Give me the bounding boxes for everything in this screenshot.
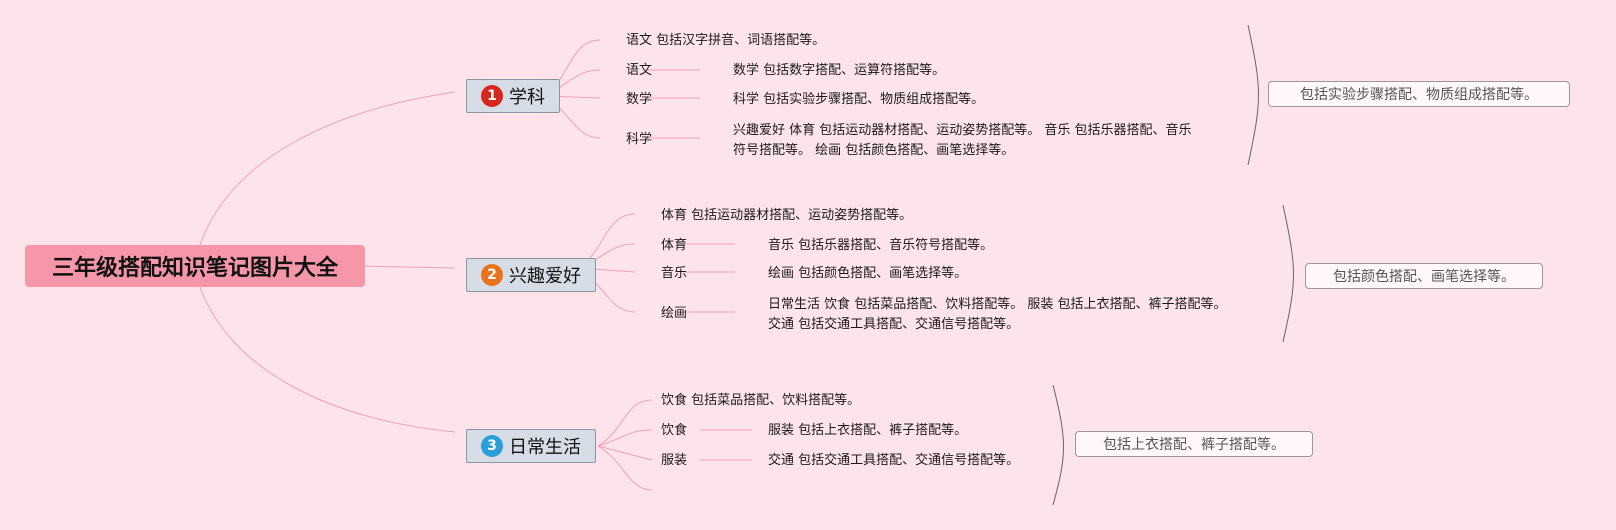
link-root-branch-3 (199, 286, 456, 433)
branch-3-item-2[interactable]: 服装 (661, 453, 688, 468)
branch-2-desc-3-line-1[interactable]: 日常生活 饮食 包括菜品搭配、饮料搭配等。 服装 包括上衣搭配、裤子搭配等。 (768, 297, 1227, 312)
number-2-badge-icon: 2 (481, 264, 503, 286)
branch-1-item-3[interactable]: 科学 (626, 132, 653, 147)
branch-2-topic[interactable]: 2 兴趣爱好 (466, 258, 596, 292)
branch-3-first-item[interactable]: 饮食 包括菜品搭配、饮料搭配等。 (661, 393, 861, 408)
link-b3-item2 (597, 445, 653, 461)
branch-1-topic[interactable]: 1 学科 (466, 79, 560, 113)
branch-3-desc-2[interactable]: 交通 包括交通工具搭配、交通信号搭配等。 (768, 453, 1020, 468)
branch-1-summary[interactable]: 包括实验步骤搭配、物质组成搭配等。 (1268, 81, 1570, 107)
root-title: 三年级搭配知识笔记图片大全 (51, 256, 338, 281)
branch-1-desc-1[interactable]: 数学 包括数字搭配、运算符搭配等。 (733, 63, 946, 78)
branch-2-item-2[interactable]: 音乐 (661, 266, 688, 281)
bracket-3 (1052, 384, 1064, 506)
bracket-1 (1247, 24, 1259, 166)
branch-3-label: 日常生活 (509, 437, 581, 458)
link-b3-item3 (597, 445, 653, 491)
branch-2-item-3[interactable]: 绘画 (661, 306, 688, 321)
branch-2-summary[interactable]: 包括颜色搭配、画笔选择等。 (1305, 263, 1543, 289)
branch-2-desc-1[interactable]: 音乐 包括乐器搭配、音乐符号搭配等。 (768, 238, 994, 253)
number-1-badge-icon: 1 (481, 85, 503, 107)
branch-1-desc-3-line-2[interactable]: 符号搭配等。 绘画 包括颜色搭配、画笔选择等。 (733, 143, 1015, 158)
branch-1-first-item[interactable]: 语文 包括汉字拼音、词语搭配等。 (626, 33, 826, 48)
branch-1-item-2[interactable]: 数学 (626, 92, 653, 107)
branch-1-item-1[interactable]: 语文 (626, 63, 653, 78)
branch-2-label: 兴趣爱好 (509, 266, 581, 287)
link-root-branch-1 (199, 91, 456, 246)
branch-1-label: 学科 (509, 87, 545, 108)
branch-2-desc-3-line-2[interactable]: 交通 包括交通工具搭配、交通信号搭配等。 (768, 317, 1020, 332)
branch-1-desc-2[interactable]: 科学 包括实验步骤搭配、物质组成搭配等。 (733, 92, 985, 107)
branch-3-topic[interactable]: 3 日常生活 (466, 429, 596, 463)
link-b3-item1 (597, 429, 653, 447)
branch-2-desc-2[interactable]: 绘画 包括颜色搭配、画笔选择等。 (768, 266, 968, 281)
branch-2-item-1[interactable]: 体育 (661, 238, 688, 253)
root-topic[interactable]: 三年级搭配知识笔记图片大全 (25, 245, 365, 287)
branch-1-desc-3-line-1[interactable]: 兴趣爱好 体育 包括运动器材搭配、运动姿势搭配等。 音乐 包括乐器搭配、音乐 (733, 123, 1192, 138)
branch-3-desc-1[interactable]: 服装 包括上衣搭配、裤子搭配等。 (768, 423, 968, 438)
number-3-badge-icon: 3 (481, 435, 503, 457)
link-b3-item0 (597, 399, 653, 447)
branch-3-item-1[interactable]: 饮食 (661, 423, 688, 438)
bracket-2 (1282, 204, 1294, 343)
branch-3-summary[interactable]: 包括上衣搭配、裤子搭配等。 (1075, 431, 1313, 457)
branch-2-first-item[interactable]: 体育 包括运动器材搭配、运动姿势搭配等。 (661, 208, 913, 223)
link-root-branch-2 (354, 265, 456, 269)
